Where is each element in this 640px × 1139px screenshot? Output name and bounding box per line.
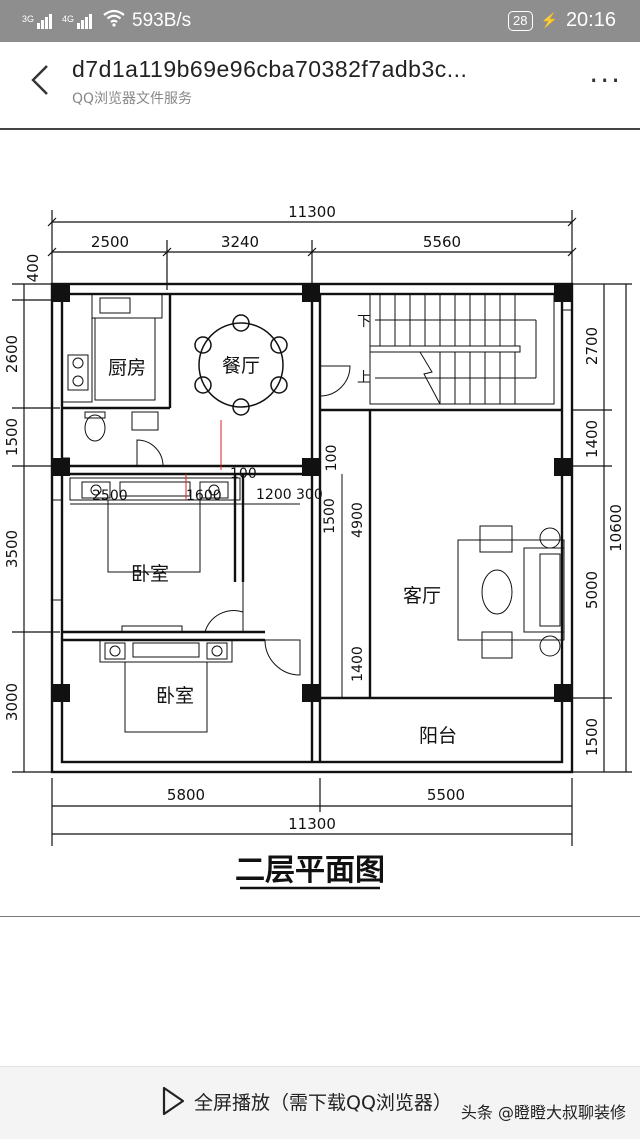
- room-living: 客厅: [403, 585, 441, 607]
- status-bar: 3G 4G 593B/s 28 ⚡ 20:16: [0, 0, 640, 42]
- dim-top-total: 11300: [288, 203, 336, 221]
- dim-right-1500: 1500: [583, 718, 601, 756]
- bottom-bar: 全屏播放（需下载QQ浏览器） 头条 @瞪瞪大叔聊装修: [0, 1066, 640, 1139]
- browser-header: d7d1a119b69e96cba70382f7adb3c... QQ浏览器文件…: [0, 42, 640, 130]
- network-speed: 593B/s: [132, 10, 192, 31]
- network-type-3g: 3G: [22, 13, 35, 24]
- dim-right-1400: 1400: [583, 420, 601, 458]
- dim-left-3000: 3000: [3, 683, 21, 721]
- dim-inner-4900: 4900: [350, 502, 366, 538]
- network-type-4g: 4G: [62, 13, 75, 24]
- living-room-furniture: [457, 525, 565, 659]
- more-menu-button[interactable]: ···: [589, 64, 622, 97]
- wifi-icon: [102, 9, 126, 33]
- top-dimensions: [47, 210, 577, 290]
- clock: 20:16: [565, 9, 616, 31]
- dim-right-2700: 2700: [583, 327, 601, 365]
- bedroom1-furniture: [69, 477, 241, 573]
- fullscreen-play-label: 全屏播放（需下载QQ浏览器）: [194, 1091, 452, 1114]
- kitchen-fixtures: [61, 293, 163, 403]
- dim-inner-1500: 1500: [322, 498, 338, 534]
- dim-top-1: 2500: [91, 233, 129, 251]
- dim-bottom-5800: 5800: [167, 786, 205, 804]
- staircase: [369, 293, 555, 405]
- watermark: 头条 @瞪瞪大叔聊装修: [460, 1103, 626, 1122]
- room-kitchen: 厨房: [108, 357, 146, 379]
- chevron-left-icon: [31, 65, 48, 95]
- bedroom2-furniture: [99, 625, 233, 733]
- page-subtitle: QQ浏览器文件服务: [72, 91, 193, 107]
- bathroom-fixtures: [62, 411, 159, 459]
- dining-table: [194, 314, 288, 416]
- dim-inner-300: 300: [296, 487, 323, 503]
- stair-down-label: 下: [357, 314, 371, 330]
- columns: [52, 284, 572, 702]
- doors: [136, 365, 351, 676]
- dim-right-5000: 5000: [583, 571, 601, 609]
- charging-icon: ⚡: [540, 12, 558, 28]
- dim-left-3500: 3500: [3, 530, 21, 568]
- dim-top-2: 3240: [221, 233, 259, 251]
- dim-left-2600: 2600: [3, 335, 21, 373]
- battery-icon: 28: [508, 10, 533, 31]
- status-left: 3G 4G 593B/s: [22, 9, 191, 33]
- room-balcony: 阳台: [419, 725, 457, 747]
- inner-dimensions: [70, 474, 343, 698]
- signal-3g-icon: 3G: [22, 13, 53, 29]
- play-icon: [162, 1086, 185, 1116]
- dim-left-1500: 1500: [3, 418, 21, 456]
- dim-inner-100a: 100: [230, 466, 257, 482]
- walls: [50, 282, 574, 774]
- page-title: d7d1a119b69e96cba70382f7adb3c...: [72, 56, 468, 82]
- dim-top-3: 5560: [423, 233, 461, 251]
- fullscreen-play-button[interactable]: 全屏播放（需下载QQ浏览器）: [160, 1085, 452, 1117]
- room-bedroom-1: 卧室: [131, 563, 169, 585]
- dim-inner-2500: 2500: [92, 488, 128, 504]
- dim-inner-100b: 100: [324, 445, 340, 472]
- room-bedroom-2: 卧室: [156, 685, 194, 707]
- stair-up-label: 上: [357, 370, 371, 386]
- status-right: 28 ⚡ 20:16: [508, 9, 616, 32]
- dim-inner-1600: 1600: [186, 488, 222, 504]
- dim-left-400: 400: [24, 254, 42, 283]
- right-dimensions: [572, 283, 632, 773]
- signal-4g-icon: 4G: [62, 13, 93, 29]
- floor-plan-drawing: 11300 2500 3240 5560 400 2600 1500 3500 …: [3, 203, 632, 890]
- plan-title: 二层平面图: [235, 853, 385, 888]
- dim-inner-1200: 1200: [256, 487, 292, 503]
- floor-plan-viewer[interactable]: 11300 2500 3240 5560 400 2600 1500 3500 …: [0, 130, 640, 917]
- dim-inner-1400: 1400: [350, 646, 366, 682]
- dim-right-total: 10600: [607, 504, 625, 552]
- bottom-dimensions: [51, 778, 573, 846]
- room-dining: 餐厅: [222, 355, 260, 377]
- windows: [52, 283, 572, 773]
- dim-bottom-5500: 5500: [427, 786, 465, 804]
- back-button[interactable]: [20, 60, 60, 100]
- dim-bottom-total: 11300: [288, 815, 336, 833]
